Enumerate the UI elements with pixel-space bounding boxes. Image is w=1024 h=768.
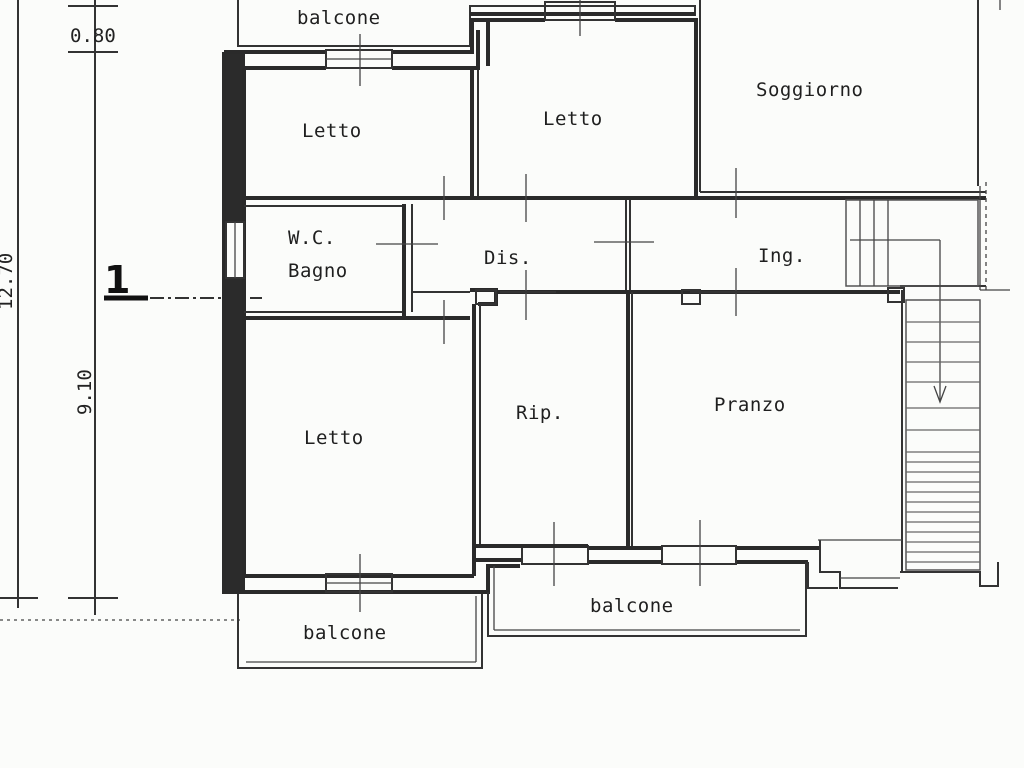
window-bottom-right	[661, 520, 737, 586]
room-label-balcone-bottom-left: balcone	[303, 622, 387, 644]
staircase	[845, 182, 1010, 571]
room-label-letto-left-top: Letto	[302, 120, 362, 142]
room-label-dis: Dis.	[484, 247, 532, 269]
room-label-ing: Ing.	[758, 245, 806, 267]
interior-walls	[244, 0, 986, 572]
window-top-left	[325, 34, 393, 86]
window-top-center	[544, 0, 616, 36]
room-label-pranzo: Pranzo	[714, 394, 786, 416]
window-bottom-left	[325, 554, 393, 612]
room-label-letto-center-top: Letto	[543, 108, 603, 130]
room-label-rip: Rip.	[516, 402, 564, 424]
section-marker-label: 1	[104, 258, 130, 302]
room-label-balcone-top: balcone	[297, 7, 381, 29]
balcone-bottom-left-outline	[237, 594, 483, 669]
dimension-top: 0.80	[70, 25, 116, 47]
window-left-bagno	[225, 221, 245, 279]
outer-walls	[222, 0, 1001, 594]
dimension-outer: 12.70	[0, 253, 17, 310]
room-label-bagno: Bagno	[288, 260, 348, 282]
room-label-soggiorno: Soggiorno	[756, 79, 863, 101]
window-bottom-center	[521, 522, 589, 586]
room-label-balcone-bottom-right: balcone	[590, 595, 674, 617]
dimension-inner: 9.10	[74, 369, 96, 415]
room-label-letto-bottom: Letto	[304, 427, 364, 449]
dimension-lines	[0, 0, 240, 621]
room-label-wc: W.C.	[288, 227, 336, 249]
balcone-bottom-right-outline	[487, 562, 807, 637]
door-marks	[376, 168, 760, 344]
